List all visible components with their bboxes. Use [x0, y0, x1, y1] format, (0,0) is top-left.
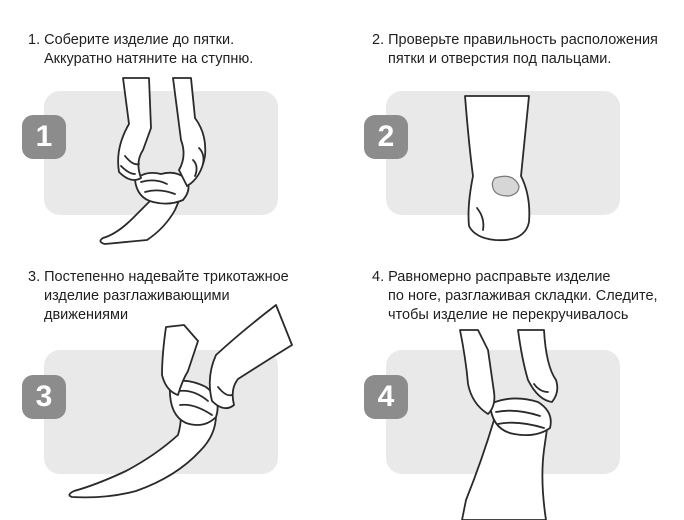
step-2-caption-line-2: пятки и отверстия под пальцами.: [388, 51, 612, 67]
step-4-caption: 4. Равномерно расправьте изделие по ноге…: [372, 268, 658, 325]
step-2-leg-illustration: [464, 95, 531, 242]
step-1-foot-illustration: [99, 77, 207, 245]
step-1-caption: 1. Соберите изделие до пятки. Аккуратно …: [28, 31, 253, 69]
step-3-caption-line-1: 3. Постепенно надевайте трикотажное: [28, 269, 289, 285]
step-2-number-badge: 2: [364, 115, 408, 159]
step-3-caption: 3. Постепенно надевайте трикотажное изде…: [28, 268, 289, 325]
heel-highlight: [491, 175, 520, 197]
step-1-number-badge: 1: [22, 115, 66, 159]
step-4-caption-line-3: чтобы изделие не перекручивалось: [388, 307, 629, 323]
step-3-caption-line-3: движениями: [44, 307, 129, 323]
step-1-caption-line-1: 1. Соберите изделие до пятки.: [28, 32, 235, 48]
step-1-caption-line-2: Аккуратно натяните на ступню.: [44, 51, 254, 67]
step-4-number-badge: 4: [364, 375, 408, 419]
step-3-number-badge: 3: [22, 375, 66, 419]
step-3-caption-line-2: изделие разглаживающими: [44, 288, 230, 304]
step-2-caption-line-1: 2. Проверьте правильность расположения: [372, 32, 658, 48]
step-4-caption-line-2: по ноге, разглаживая складки. Следите,: [388, 288, 658, 304]
step-3-leg-illustration: [68, 304, 293, 499]
step-2-caption: 2. Проверьте правильность расположения п…: [372, 31, 658, 69]
step-4-caption-line-1: 4. Равномерно расправьте изделие: [372, 269, 611, 285]
step-4-leg-illustration: [459, 329, 559, 520]
